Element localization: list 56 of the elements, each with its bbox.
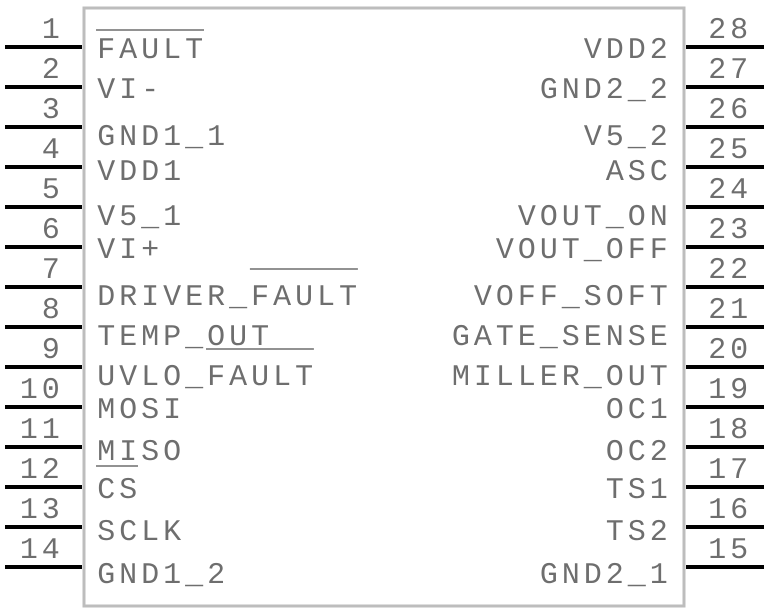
pin-name: TEMP_OUT [98,324,268,348]
pin-number: 3 [44,98,58,118]
pin-number: 16 [710,498,746,518]
pin-number: 24 [710,178,747,198]
pin-name: GATE_SENSE [454,324,666,348]
pin-number: 17 [710,458,746,478]
pin-number: 4 [43,138,58,158]
pin-number: 11 [22,418,58,438]
pin-name: CS [96,465,138,498]
pin-number: 1 [44,18,58,38]
pin-number: 2 [44,58,58,78]
pin-number: 20 [710,338,746,358]
pin-name: VOUT_OFF [496,238,666,262]
pin-number: 8 [44,298,58,318]
pin-name: VI+ [97,238,158,258]
pin-name: TS1 [606,478,666,498]
pin-number: 13 [22,498,58,518]
pin-name: FAULT [96,29,204,58]
pin-number: 14 [22,538,58,558]
pin-name: ASC [606,160,666,180]
pin-number: 9 [44,338,58,358]
pin-number: 27 [710,58,746,78]
pin-number: 6 [44,218,58,238]
pin-name: V5_2 [584,124,666,148]
pin-number: 5 [44,178,58,198]
pin-name: VOUT_ON [518,204,666,228]
pin-number: 25 [710,138,746,158]
pin-name: UVLO_FAULT [99,348,314,388]
pin-number: 12 [22,458,58,478]
pin-name: VDD2 [584,38,666,58]
pin-name: OC1 [607,398,666,418]
pin-name: GND2_1 [542,562,666,586]
pin-number: 26 [710,98,746,118]
pin-number: 15 [710,538,746,558]
pin-number: 21 [710,298,747,318]
pin-number: 22 [710,258,746,278]
pin-name: GND1_1 [98,124,224,148]
pin-name: DRIVER_FAULT [100,268,358,308]
pin-number: 7 [44,258,58,278]
pin-name: MOSI [99,398,178,418]
pin-name: MISO [99,440,180,460]
pin-name: V5_1 [97,205,180,228]
pin-name: VI- [97,78,154,98]
pin-name: VOFF_SOFT [474,284,667,308]
pin-number: 23 [710,218,746,238]
pin-name: VDD1 [97,160,180,180]
pin-name: SCLK [98,520,182,540]
pin-number: 18 [710,418,746,438]
pin-number: 10 [22,378,58,398]
pin-name: GND1_2 [98,562,223,586]
pin-name: GND2_2 [542,78,666,102]
pin-name: MILLER_OUT [454,364,667,388]
pin-name: OC2 [607,440,666,460]
pin-number: 19 [710,378,746,398]
pin-name: TS2 [606,520,666,540]
pin-number: 28 [710,18,746,38]
